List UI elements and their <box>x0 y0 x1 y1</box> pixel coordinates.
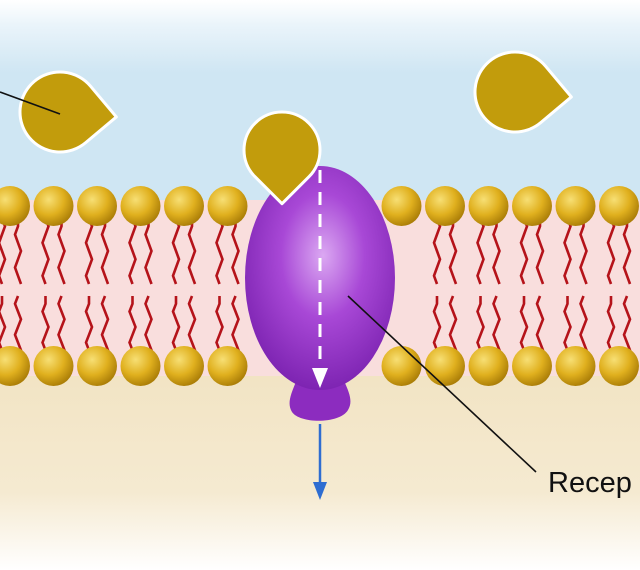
receptor-pointer-line <box>347 295 537 473</box>
lipid-head-upper <box>381 186 422 226</box>
lipid-tail-upper <box>41 217 50 285</box>
lipid-tail-upper <box>492 218 501 285</box>
receptor-body <box>245 166 395 390</box>
lipid-tail-lower <box>187 295 197 359</box>
ligand-drop-icon <box>18 70 118 154</box>
lipid-tail-upper <box>171 217 181 285</box>
lipid-tail-lower <box>171 296 181 359</box>
lipid-heads <box>0 186 639 386</box>
receptor-label: Recep <box>548 467 632 499</box>
lipid-head-upper <box>0 186 30 226</box>
lipid-head-lower <box>207 346 248 386</box>
lipid-tail-lower <box>535 295 545 359</box>
lipid-head-lower <box>120 346 161 386</box>
signal-arrow-icon <box>313 424 327 500</box>
lipid-tail-lower <box>144 295 153 359</box>
ligand-pointer-line <box>0 91 61 115</box>
lipid-tail-upper <box>128 217 137 285</box>
lipid-tail-upper <box>535 218 545 285</box>
lipid-head-lower <box>164 346 204 386</box>
lipid-tail-lower <box>476 296 485 359</box>
lipid-head-upper <box>77 186 117 226</box>
lipid-head-upper <box>120 186 161 226</box>
lipid-tail-lower <box>41 296 50 359</box>
lipid-tail-lower <box>84 296 94 359</box>
lipid-head-lower <box>555 346 596 386</box>
lipid-tail-lower <box>448 295 458 359</box>
lipid-tail-lower <box>215 296 224 359</box>
lipid-head-lower <box>33 346 74 386</box>
ligand-drop-icon <box>473 50 573 134</box>
lipid-tail-lower <box>492 295 501 359</box>
lipid-tail-upper <box>563 217 572 285</box>
lipid-tails <box>0 217 632 359</box>
lipid-head-upper <box>425 186 465 226</box>
lipid-tail-upper <box>448 218 458 285</box>
lipid-tail-upper <box>100 218 110 285</box>
lipid-head-lower <box>381 346 422 386</box>
lipid-tail-lower <box>622 295 632 359</box>
lipid-tail-upper <box>57 218 66 285</box>
lipid-tail-upper <box>187 218 197 285</box>
lipid-head-lower <box>468 346 509 386</box>
lipid-tail-lower <box>606 296 616 359</box>
lipid-tail-upper <box>622 218 632 285</box>
lipid-head-upper <box>33 186 74 226</box>
lipid-tail-upper <box>579 218 588 285</box>
lipid-head-upper <box>599 186 639 226</box>
receptor-protein-icon <box>245 166 395 421</box>
lipid-head-upper <box>468 186 509 226</box>
lipid-tail-upper <box>606 217 616 285</box>
ligand-bound-drop-icon <box>242 110 322 206</box>
lipid-tail-upper <box>84 217 94 285</box>
lipid-head-upper <box>512 186 552 226</box>
lipid-tail-upper <box>519 217 529 285</box>
lipid-tail-lower <box>519 296 529 359</box>
lipid-tail-lower <box>100 295 110 359</box>
lipid-tail-lower <box>231 295 240 359</box>
lipid-tail-upper <box>144 218 153 285</box>
lipid-tail-lower <box>13 295 23 359</box>
lipid-tail-upper <box>476 217 485 285</box>
lipid-head-lower <box>425 346 465 386</box>
lipid-tail-upper <box>231 218 240 285</box>
internal-arrow-head <box>312 368 328 388</box>
lipid-head-lower <box>0 346 30 386</box>
lipid-tail-lower <box>57 295 66 359</box>
lipid-tail-lower <box>579 295 588 359</box>
lipid-head-lower <box>599 346 639 386</box>
lipid-head-upper <box>207 186 248 226</box>
lipid-head-upper <box>555 186 596 226</box>
lipid-tail-lower <box>432 296 442 359</box>
lipid-tail-upper <box>13 218 23 285</box>
lipid-tail-lower <box>563 296 572 359</box>
lipid-tail-upper <box>432 217 442 285</box>
lipid-tail-lower <box>128 296 137 359</box>
lipid-tail-upper <box>215 217 224 285</box>
lipid-tail-upper <box>0 217 7 285</box>
lipid-head-upper <box>164 186 204 226</box>
lipid-head-lower <box>512 346 552 386</box>
lipid-tail-lower <box>0 296 7 359</box>
lipid-head-lower <box>77 346 117 386</box>
